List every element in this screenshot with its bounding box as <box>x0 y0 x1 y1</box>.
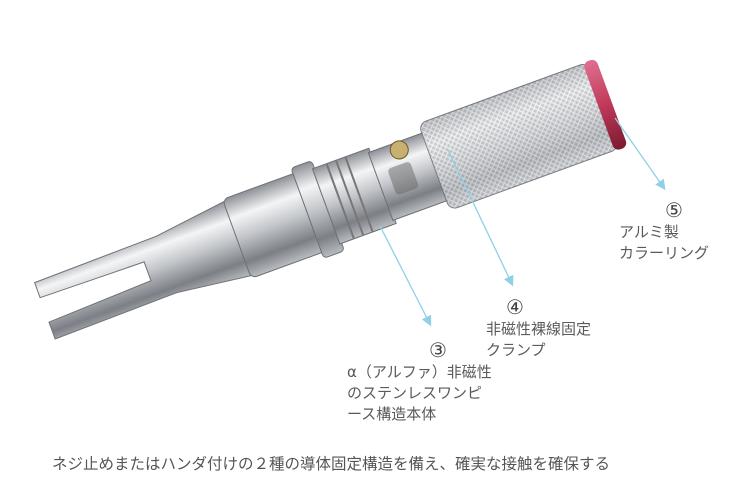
label-line: カラーリング <box>619 244 710 262</box>
leader-line-3 <box>379 225 432 327</box>
label-line: ース構造本体 <box>347 405 437 423</box>
callout-label-5: アルミ製 カラーリング <box>619 222 709 264</box>
label-line: アルミ製 <box>619 223 679 241</box>
callout-label-3: α（アルファ）非磁性 のステンレスワンピ ース構造本体 <box>347 362 492 425</box>
aluminum-color-ring <box>584 59 627 150</box>
leader-line-5 <box>614 117 666 191</box>
callout-number-4: ④ <box>506 295 524 319</box>
set-screw <box>389 140 409 160</box>
leader-line-4 <box>447 149 514 287</box>
callout-number-3: ③ <box>429 338 447 362</box>
caption: ネジ止めまたはハンダ付けの２種の導体固定構造を備え、確実な接触を確保する <box>52 455 611 473</box>
label-line: のステンレスワンピ <box>347 384 483 402</box>
callout-label-4: 非磁性裸線固定 クランプ <box>486 319 591 361</box>
label-line: α（アルファ）非磁性 <box>347 363 492 381</box>
label-line: 非磁性裸線固定 <box>486 320 592 338</box>
label-line: クランプ <box>486 341 546 359</box>
callout-number-5: ⑤ <box>665 198 683 222</box>
spade-fork <box>34 198 256 340</box>
